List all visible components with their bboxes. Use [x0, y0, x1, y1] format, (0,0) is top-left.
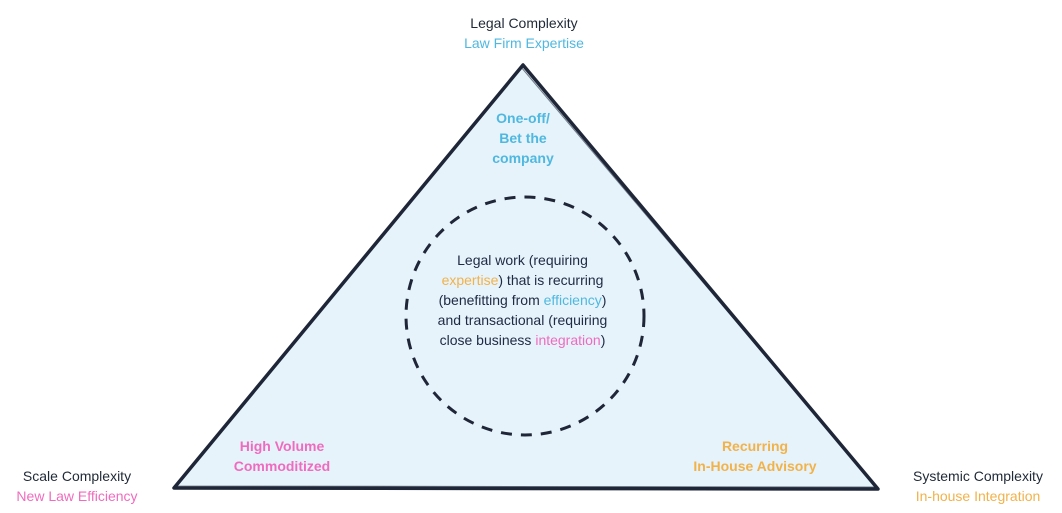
inner-right-label: Recurring In-House Advisory [680, 436, 830, 476]
center-highlight-integration: integration [535, 332, 601, 348]
triangle-sketch-edge [174, 66, 878, 488]
center-text-1: Legal work (requiring [457, 252, 588, 268]
inner-left-line2: Commoditized [233, 458, 331, 474]
left-subtitle: New Law Efficiency [16, 488, 138, 504]
center-description: Legal work (requiring expertise) that is… [430, 250, 615, 350]
left-vertex-label: Scale Complexity New Law Efficiency [2, 466, 152, 506]
inner-left-label: High Volume Commoditized [212, 436, 352, 476]
center-text-3: ) and transactional (requiring close bus… [437, 292, 608, 348]
top-title: Legal Complexity [470, 15, 578, 31]
right-subtitle: In-house Integration [915, 488, 1041, 504]
center-dashed-circle [404, 195, 646, 437]
inner-left-line1: High Volume [239, 438, 325, 454]
inner-top-line3: company [492, 150, 554, 166]
left-title: Scale Complexity [22, 468, 132, 484]
right-title: Systemic Complexity [913, 468, 1043, 484]
inner-top-line1: One-off/ [496, 110, 550, 126]
right-vertex-label: Systemic Complexity In-house Integration [898, 466, 1058, 506]
inner-right-line1: Recurring [721, 438, 789, 454]
center-highlight-efficiency: efficiency [543, 292, 602, 308]
top-subtitle: Law Firm Expertise [464, 35, 584, 51]
center-text-2: ) that is recurring (benefitting from [438, 272, 604, 308]
inner-top-line2: Bet the [499, 130, 547, 146]
top-vertex-label: Legal Complexity Law Firm Expertise [424, 13, 624, 53]
inner-top-label: One-off/ Bet the company [463, 108, 583, 168]
center-highlight-expertise: expertise [441, 272, 499, 288]
inner-right-line2: In-House Advisory [693, 458, 817, 474]
center-text-4: ) [600, 332, 606, 348]
